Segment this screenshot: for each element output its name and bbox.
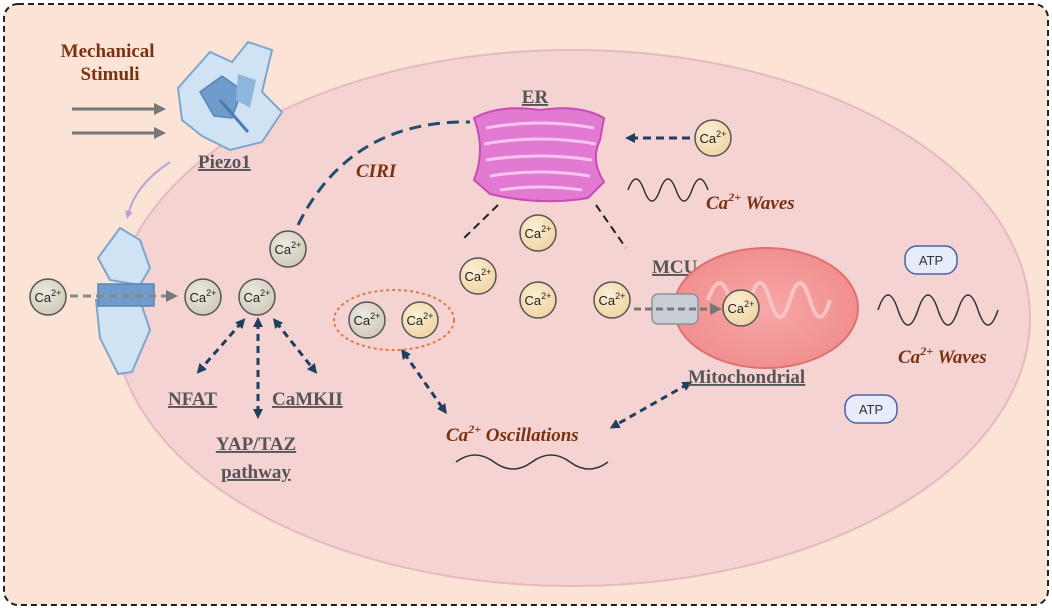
er-organelle-icon [472,107,606,203]
ca-waves-label-right: Ca2+ Waves [898,344,987,368]
ca-ion-er-inflow: Ca2+ [694,119,732,157]
er-release-left [461,204,499,241]
ca-ion-cluster-1: Ca2+ [519,214,557,252]
svg-text:Ca2+: Ca2+ [190,288,217,305]
ca-ion-ciri: Ca2+ [269,230,307,268]
atp-badge-upper: ATP [904,245,958,275]
ca-waves-label-upper: Ca2+ Waves [706,190,795,214]
mcu-channel-icon [634,293,722,325]
membrane-channel-icon [70,226,178,376]
camkii-label: CaMKII [272,389,343,410]
arrow-camkii [272,318,318,374]
ca-ion-cluster-2: Ca2+ [459,257,497,295]
er-release-right [595,204,627,249]
svg-text:ATP: ATP [919,253,943,268]
svg-text:Ca2+: Ca2+ [525,291,552,308]
ca-ion-cluster-4: Ca2+ [593,281,631,319]
mechanical-stimuli-label: Mechanical Stimuli [61,41,160,85]
er-label: ER [522,87,549,108]
mitochondrial-label: Mitochondrial [688,367,805,388]
ca-oscillations-wave [455,454,609,470]
ca-oscillations-label: Ca2+ Oscillations [446,422,579,446]
svg-text:Ca2+: Ca2+ [354,311,381,328]
ca-ion-inside-2: Ca2+ [238,278,276,316]
ciri-connector [296,120,471,226]
yap-taz-label: YAP/TAZ [216,434,296,455]
svg-text:Ca2+: Ca2+ [407,311,434,328]
ca-waves-wave-right [877,294,999,326]
ca-ion-cluster-3: Ca2+ [519,281,557,319]
ca-ion-osc-grey: Ca2+ [348,301,386,339]
arrow-mito-oscillations [609,381,693,429]
piezo-translocation-arrow [125,161,171,219]
svg-text:Ca2+: Ca2+ [700,129,727,146]
piezo1-label: Piezo1 [198,152,251,173]
oscillation-ion-group [333,289,455,351]
svg-text:Ca2+: Ca2+ [244,288,271,305]
nfat-label: NFAT [168,389,217,410]
ca-ion-mito: Ca2+ [722,289,760,327]
piezo1-channel-icon [176,40,284,152]
svg-text:ATP: ATP [859,402,883,417]
ca-ion-osc-tan: Ca2+ [401,301,439,339]
svg-text:Ca2+: Ca2+ [465,267,492,284]
svg-text:Ca2+: Ca2+ [525,224,552,241]
svg-text:Ca2+: Ca2+ [275,240,302,257]
ca-waves-wave-upper [627,178,709,202]
atp-badge-lower: ATP [844,394,898,424]
ca-ion-outside: Ca2+ [29,278,67,316]
pathway-label: pathway [221,462,291,483]
svg-text:Ca2+: Ca2+ [728,299,755,316]
mcu-label: MCU [652,257,698,278]
arrow-nfat [196,318,246,374]
svg-text:Ca2+: Ca2+ [599,291,626,308]
ciri-label: CIRI [356,161,397,182]
svg-text:Ca2+: Ca2+ [35,288,62,305]
ca-ion-inside-1: Ca2+ [184,278,222,316]
